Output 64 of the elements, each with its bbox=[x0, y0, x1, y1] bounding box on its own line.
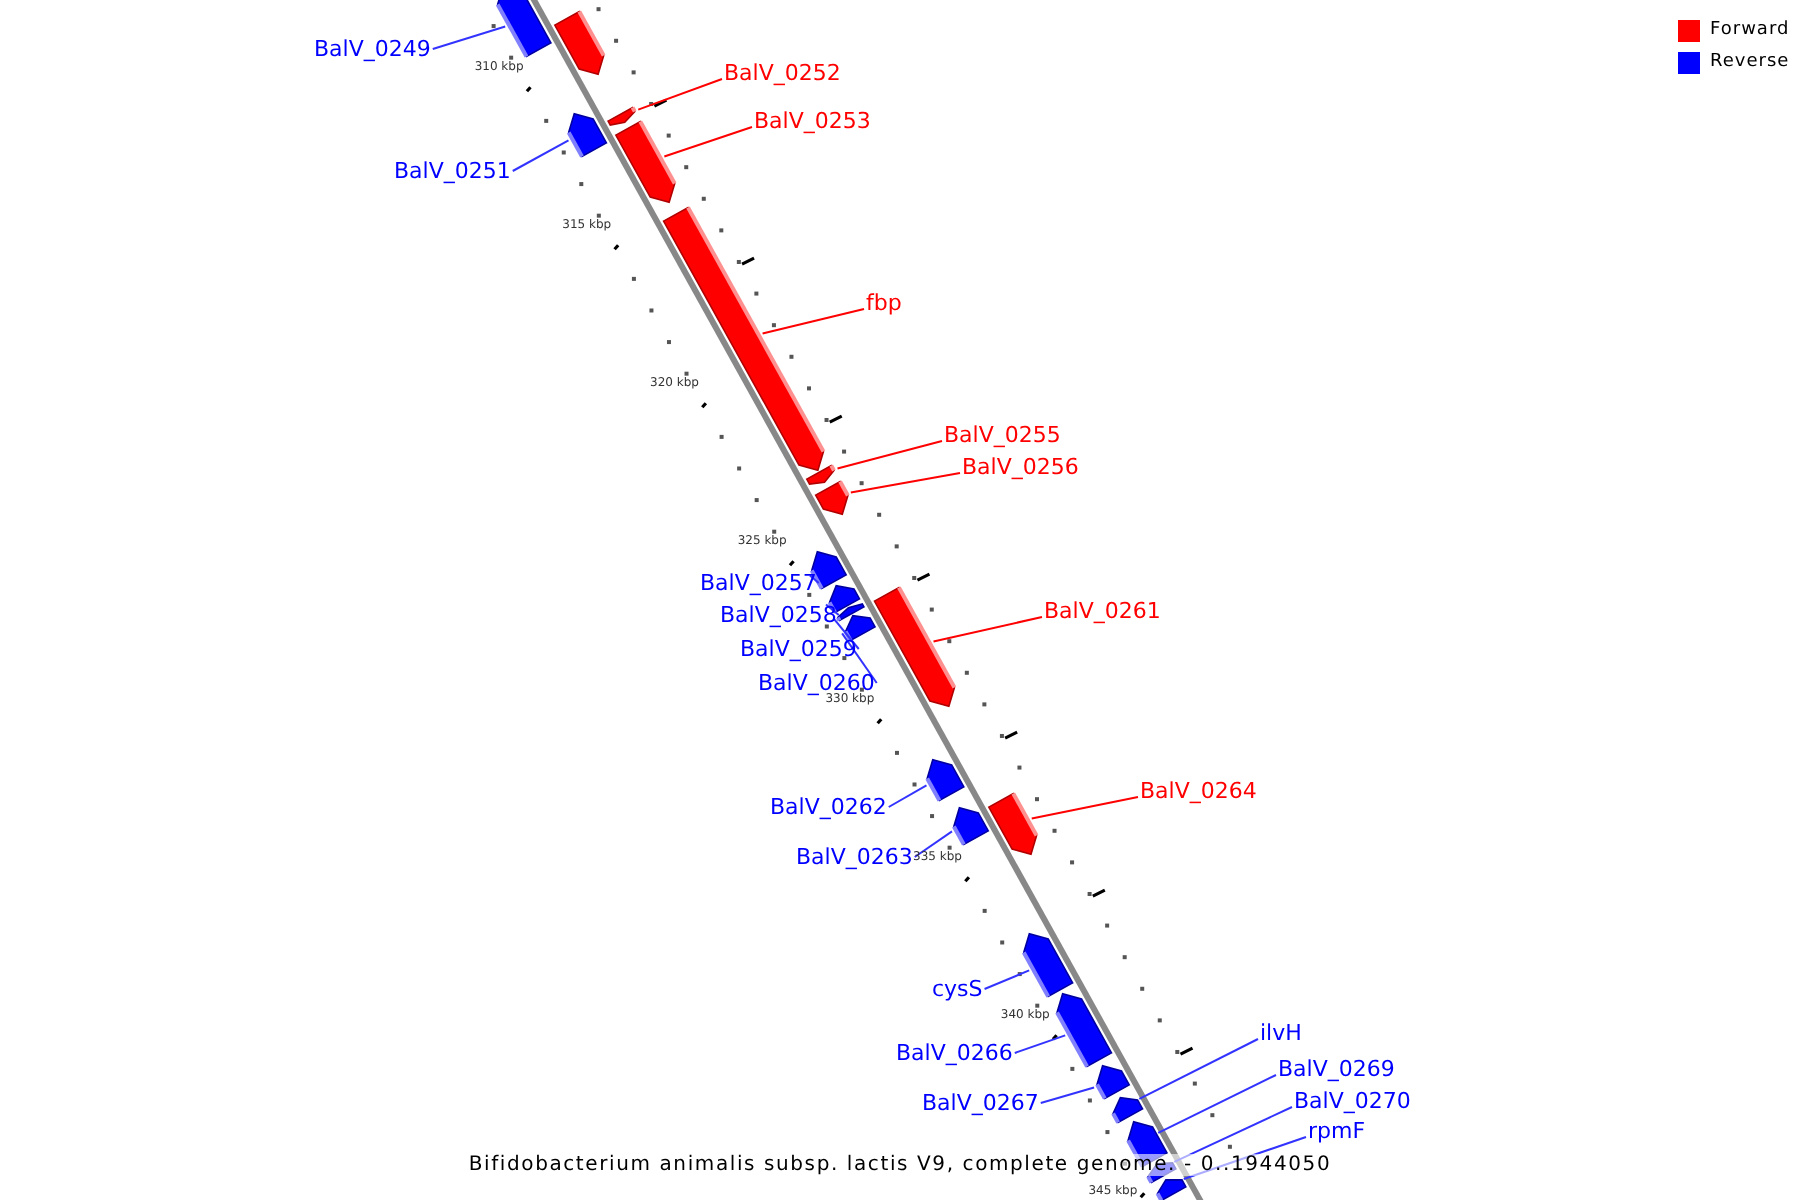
gene-block bbox=[987, 792, 1039, 856]
leader-line bbox=[1182, 1136, 1307, 1180]
leader-line bbox=[913, 830, 953, 858]
leader-line bbox=[841, 632, 878, 684]
gene-block bbox=[614, 120, 677, 204]
leader-line bbox=[637, 78, 723, 111]
gene-label: BalV_0259 bbox=[740, 636, 857, 662]
leader-line bbox=[887, 784, 928, 808]
leader-line bbox=[431, 25, 507, 50]
gene-label: BalV_0270 bbox=[1294, 1088, 1411, 1114]
gene-label: ilvH bbox=[1260, 1020, 1302, 1046]
leader-line bbox=[836, 440, 943, 470]
leader-line bbox=[932, 616, 1043, 643]
gene-label: BalV_0266 bbox=[896, 1040, 1013, 1066]
gene-block bbox=[1095, 1064, 1131, 1100]
gene-label: BalV_0258 bbox=[720, 602, 837, 628]
gene-label: BalV_0255 bbox=[944, 422, 1061, 448]
gene-label: BalV_0263 bbox=[796, 844, 913, 870]
leader-line bbox=[1039, 1086, 1096, 1104]
gene-label: BalV_0264 bbox=[1140, 778, 1257, 804]
caption: Bifidobacterium animalis subsp. lactis V9, complete genome. - 0..1944050 bbox=[468, 1154, 1332, 1176]
gene-block bbox=[925, 758, 965, 802]
gene-label: BalV_0262 bbox=[770, 794, 887, 820]
gene-block bbox=[1155, 1178, 1187, 1200]
gene-label: BalV_0251 bbox=[394, 158, 511, 184]
leader-line bbox=[1013, 1034, 1067, 1054]
leader-line bbox=[849, 472, 961, 494]
gene-block bbox=[952, 806, 990, 846]
gene-label: BalV_0249 bbox=[314, 36, 431, 62]
leader-line bbox=[833, 618, 860, 650]
gene-block bbox=[873, 586, 957, 708]
gene-block bbox=[1055, 992, 1113, 1068]
gene-label: BalV_0256 bbox=[962, 454, 1079, 480]
gene-label: BalV_0261 bbox=[1044, 598, 1161, 624]
leader-line bbox=[1173, 1106, 1293, 1163]
leader-line bbox=[1030, 796, 1139, 820]
leader-line bbox=[1138, 1038, 1259, 1100]
gene-label: cysS bbox=[932, 976, 983, 1002]
legend-label: Forward bbox=[1710, 18, 1790, 44]
leader-line bbox=[808, 574, 820, 584]
gene-label: BalV_0269 bbox=[1278, 1056, 1395, 1082]
leader-line bbox=[761, 308, 865, 335]
gene-block bbox=[1111, 1096, 1144, 1124]
gene-block bbox=[843, 614, 877, 642]
legend-label: Reverse bbox=[1710, 50, 1790, 76]
leader-line bbox=[825, 603, 840, 616]
leader-line bbox=[1157, 1074, 1277, 1134]
leader-line bbox=[663, 126, 753, 158]
gene-label: fbp bbox=[866, 290, 902, 316]
gene-block bbox=[836, 602, 866, 622]
leader-line bbox=[983, 969, 1031, 990]
gene-block bbox=[805, 464, 836, 485]
gene-label: BalV_0260 bbox=[758, 670, 875, 696]
gene-block bbox=[553, 10, 606, 76]
gene-block bbox=[606, 106, 637, 126]
gene-label: rpmF bbox=[1308, 1118, 1366, 1144]
gene-block bbox=[495, 0, 553, 58]
leader-line bbox=[511, 139, 570, 172]
gene-label: BalV_0253 bbox=[754, 108, 871, 134]
gene-label: BalV_0252 bbox=[724, 60, 841, 86]
gene-label: BalV_0267 bbox=[922, 1090, 1039, 1116]
gene-label: BalV_0257 bbox=[700, 570, 817, 596]
gene-block bbox=[566, 112, 608, 158]
gene-block bbox=[1022, 932, 1074, 998]
